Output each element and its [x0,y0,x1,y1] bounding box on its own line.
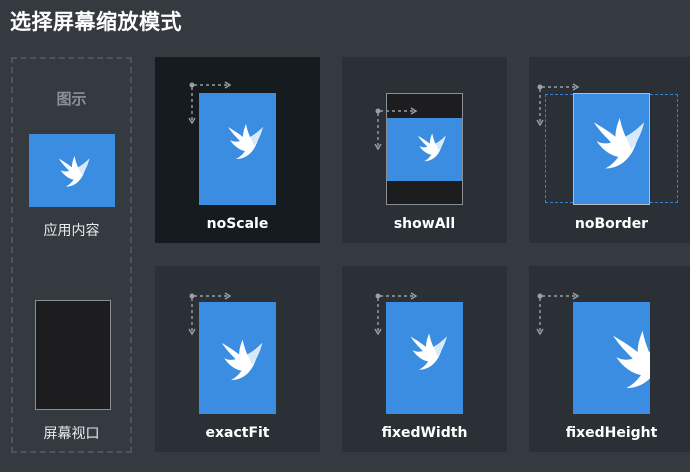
mode-card-noscale[interactable]: noScale [155,57,320,243]
mode-label: exactFit [205,425,270,441]
bird-logo-icon [409,126,449,166]
mode-card-exactfit[interactable]: exactFit [155,266,320,452]
mode-card-fixedheight[interactable]: fixedHeight [529,266,690,452]
mode-label: fixedHeight [565,425,658,441]
legend-app-content-swatch [29,134,115,207]
mode-label: showAll [393,216,456,232]
bird-logo-icon [399,324,451,376]
mode-label: fixedWidth [381,425,468,441]
app-content-preview [573,93,650,205]
bird-logo-icon [209,322,267,394]
bird-logo-icon [578,105,650,177]
mode-card-showall[interactable]: showAll [342,57,507,243]
app-content-preview [199,302,276,414]
mode-card-fixedwidth[interactable]: fixedWidth [342,266,507,452]
bird-logo-icon [595,316,650,398]
mode-card-noborder[interactable]: noBorder [529,57,690,243]
legend-title: 图示 [56,90,87,108]
legend-panel: 图示 应用内容 屏幕视口 [11,57,132,453]
legend-screen-viewport-swatch [35,300,111,410]
bird-logo-icon [217,115,267,165]
bird-logo-icon [49,148,93,192]
legend-screen-viewport-label: 屏幕视口 [43,426,100,442]
legend-app-content-label: 应用内容 [43,223,100,239]
mode-label: noScale [206,216,269,232]
page-title: 选择屏幕缩放模式 [10,10,182,34]
app-content-preview [199,93,276,205]
app-content-preview [386,302,463,414]
app-content-preview [573,302,650,414]
app-content-preview [387,118,462,181]
mode-label: noBorder [574,216,649,232]
screen-viewport-preview [386,93,463,205]
